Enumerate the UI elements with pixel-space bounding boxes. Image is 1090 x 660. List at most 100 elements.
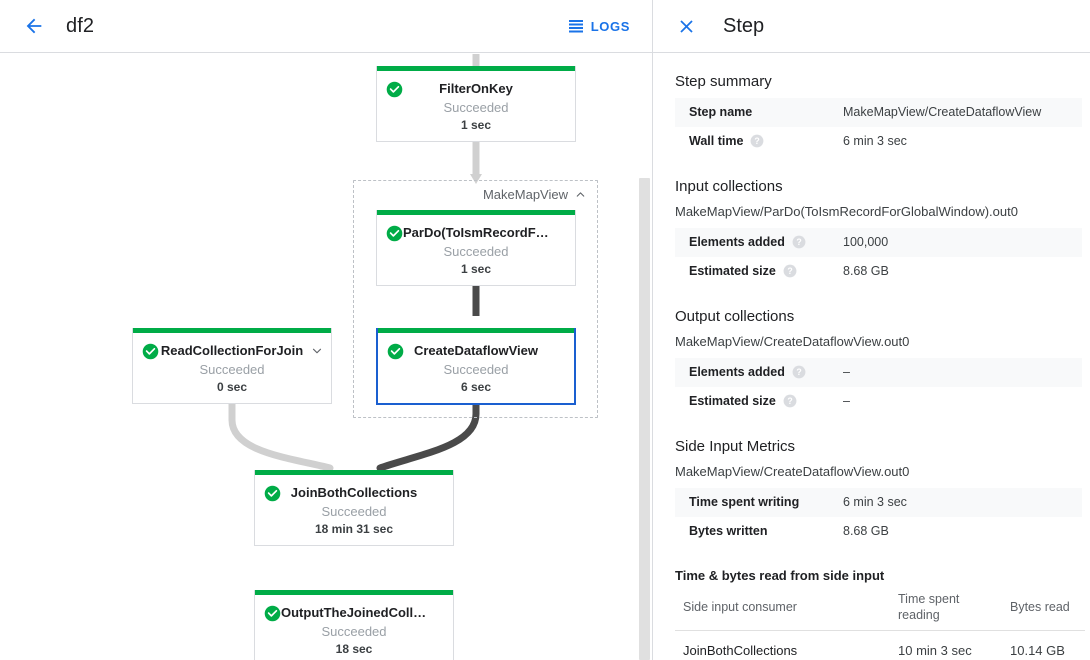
graph-node-outputthejoinedcollection[interactable]: OutputTheJoinedCollec… Succeeded 18 sec — [254, 590, 454, 660]
graph-node-createdataflowview[interactable]: CreateDataflowView Succeeded 6 sec — [376, 328, 576, 405]
check-circle-icon — [142, 343, 159, 360]
svg-text:?: ? — [796, 367, 801, 377]
node-body: OutputTheJoinedCollec… Succeeded 18 sec — [255, 595, 453, 660]
row-key: Elements added? — [675, 358, 843, 387]
row-value: – — [843, 358, 1082, 387]
row-key: Estimated size? — [675, 257, 843, 286]
node-body: ParDo(ToIsmRecordFor… Succeeded 1 sec — [377, 215, 575, 285]
svg-text:?: ? — [755, 136, 760, 146]
row-value: 8.68 GB — [843, 524, 889, 538]
input-collections-heading: Input collections — [675, 178, 783, 195]
node-body: ReadCollectionForJoin Succeeded 0 sec — [133, 333, 331, 403]
table-body: JoinBothCollections 10 min 3 sec 10.14 G… — [675, 630, 1085, 659]
check-circle-icon — [386, 225, 403, 242]
cell-time-spent-reading: 10 min 3 sec — [890, 630, 1002, 659]
column-header-time-spent-reading: Time spent reading — [890, 585, 1002, 631]
input-collection-name: MakeMapView/ParDo(ToIsmRecordForGlobalWi… — [675, 204, 1018, 219]
help-icon[interactable]: ? — [783, 394, 797, 408]
logs-list-icon — [568, 20, 583, 33]
node-name: ParDo(ToIsmRecordFor… — [403, 225, 562, 240]
node-status-bar — [255, 470, 453, 475]
side-input-metrics-heading: Side Input Metrics — [675, 438, 796, 455]
node-name: JoinBothCollections — [290, 485, 418, 500]
output-collections-table: Elements added? – Estimated size? – — [675, 358, 1082, 416]
row-value: – — [843, 394, 850, 408]
node-status-bar — [133, 328, 331, 333]
node-elapsed-time: 1 sec — [460, 118, 492, 132]
graph-node-joinbothcollections[interactable]: JoinBothCollections Succeeded 18 min 31 … — [254, 470, 454, 546]
help-icon[interactable]: ? — [792, 235, 806, 249]
table-row: JoinBothCollections 10 min 3 sec 10.14 G… — [675, 630, 1085, 659]
composite-group-name: MakeMapView — [482, 187, 568, 202]
logs-button-label: LOGS — [590, 18, 630, 34]
logs-button[interactable]: LOGS — [562, 12, 636, 40]
check-circle-icon — [387, 343, 404, 360]
input-collections-table: Elements added? 100,000 Estimated size? … — [675, 228, 1082, 286]
table-row: Step name MakeMapView/CreateDataflowView — [675, 98, 1082, 127]
help-icon[interactable]: ? — [783, 264, 797, 278]
edge-readcollection-to-join — [228, 384, 334, 472]
table-row: Wall time? 6 min 3 sec — [675, 127, 1082, 156]
node-name: CreateDataflowView — [413, 343, 539, 358]
table-header-row: Side input consumer Time spent reading B… — [675, 585, 1085, 631]
graph-canvas[interactable]: MakeMapView FilterOnKey Succeeded 1 se — [0, 54, 652, 660]
node-status: Succeeded — [443, 244, 509, 259]
row-key-label: Estimated size — [689, 394, 776, 408]
check-circle-icon — [386, 81, 403, 98]
row-key: Estimated size? — [675, 387, 843, 416]
chevron-down-icon[interactable] — [310, 344, 324, 358]
help-icon[interactable]: ? — [750, 134, 764, 148]
svg-text:?: ? — [787, 266, 792, 276]
composite-group-label[interactable]: MakeMapView — [483, 187, 587, 202]
node-elapsed-time: 6 sec — [460, 380, 492, 394]
row-value: 100,000 — [843, 228, 1082, 257]
node-elapsed-time: 1 sec — [460, 262, 492, 276]
graph-node-pardo-toismrecord[interactable]: ParDo(ToIsmRecordFor… Succeeded 1 sec — [376, 210, 576, 286]
table-row: Elements added? 100,000 — [675, 228, 1082, 257]
help-icon[interactable]: ? — [792, 365, 806, 379]
table-row: Estimated size? – — [675, 387, 1082, 416]
node-name: OutputTheJoinedCollec… — [281, 605, 441, 620]
column-header-bytes-read: Bytes read — [1002, 585, 1085, 631]
cell-side-input-consumer: JoinBothCollections — [675, 630, 890, 659]
node-status: Succeeded — [443, 362, 509, 377]
row-value: 8.68 GB — [843, 264, 889, 278]
node-body: CreateDataflowView Succeeded 6 sec — [378, 333, 574, 403]
row-value: MakeMapView/CreateDataflowView — [843, 98, 1082, 127]
row-key: Elements added? — [675, 228, 843, 257]
side-input-collection-name: MakeMapView/CreateDataflowView.out0 — [675, 464, 910, 479]
row-key: Time spent writing — [675, 488, 843, 517]
close-panel-button[interactable] — [673, 13, 699, 39]
job-graph-pane: df2 LOGS — [0, 8, 652, 660]
row-key-label: Elements added — [689, 365, 785, 379]
step-detail-title: Step — [723, 14, 765, 37]
node-name: ReadCollectionForJoin — [160, 343, 304, 358]
side-input-read-title: Time & bytes read from side input — [675, 568, 885, 583]
cell-bytes-read: 10.14 GB — [1002, 630, 1085, 659]
graph-vertical-scrollbar[interactable] — [639, 178, 650, 660]
row-key-label: Wall time — [689, 134, 744, 148]
arrow-left-icon — [26, 18, 42, 34]
node-status-bar — [255, 590, 453, 595]
step-detail-pane: Step Step summary Step name MakeMapView/… — [652, 0, 1090, 660]
step-detail-header: Step — [653, 0, 1090, 53]
chevron-up-icon[interactable] — [574, 188, 587, 201]
row-key: Wall time? — [675, 127, 843, 156]
table-row: Elements added? – — [675, 358, 1082, 387]
node-body: JoinBothCollections Succeeded 18 min 31 … — [255, 475, 453, 545]
row-key: Step name — [675, 98, 843, 127]
step-summary-heading: Step summary — [675, 73, 772, 90]
edge-arrow-pardo — [470, 174, 482, 184]
close-icon — [679, 19, 693, 33]
graph-node-filteronkey[interactable]: FilterOnKey Succeeded 1 sec — [376, 66, 576, 142]
output-collection-name: MakeMapView/CreateDataflowView.out0 — [675, 334, 910, 349]
node-status: Succeeded — [443, 100, 509, 115]
graph-node-readcollectionforjoin[interactable]: ReadCollectionForJoin Succeeded 0 sec — [132, 328, 332, 404]
composite-group-makemapview[interactable]: MakeMapView — [353, 180, 598, 418]
svg-text:?: ? — [796, 237, 801, 247]
back-button[interactable] — [16, 8, 52, 44]
side-input-metrics-table: Time spent writing 6 min 3 sec Bytes wri… — [675, 488, 1082, 546]
row-value: 6 min 3 sec — [843, 134, 907, 148]
step-summary-table: Step name MakeMapView/CreateDataflowView… — [675, 98, 1082, 156]
job-title: df2 — [66, 14, 95, 37]
